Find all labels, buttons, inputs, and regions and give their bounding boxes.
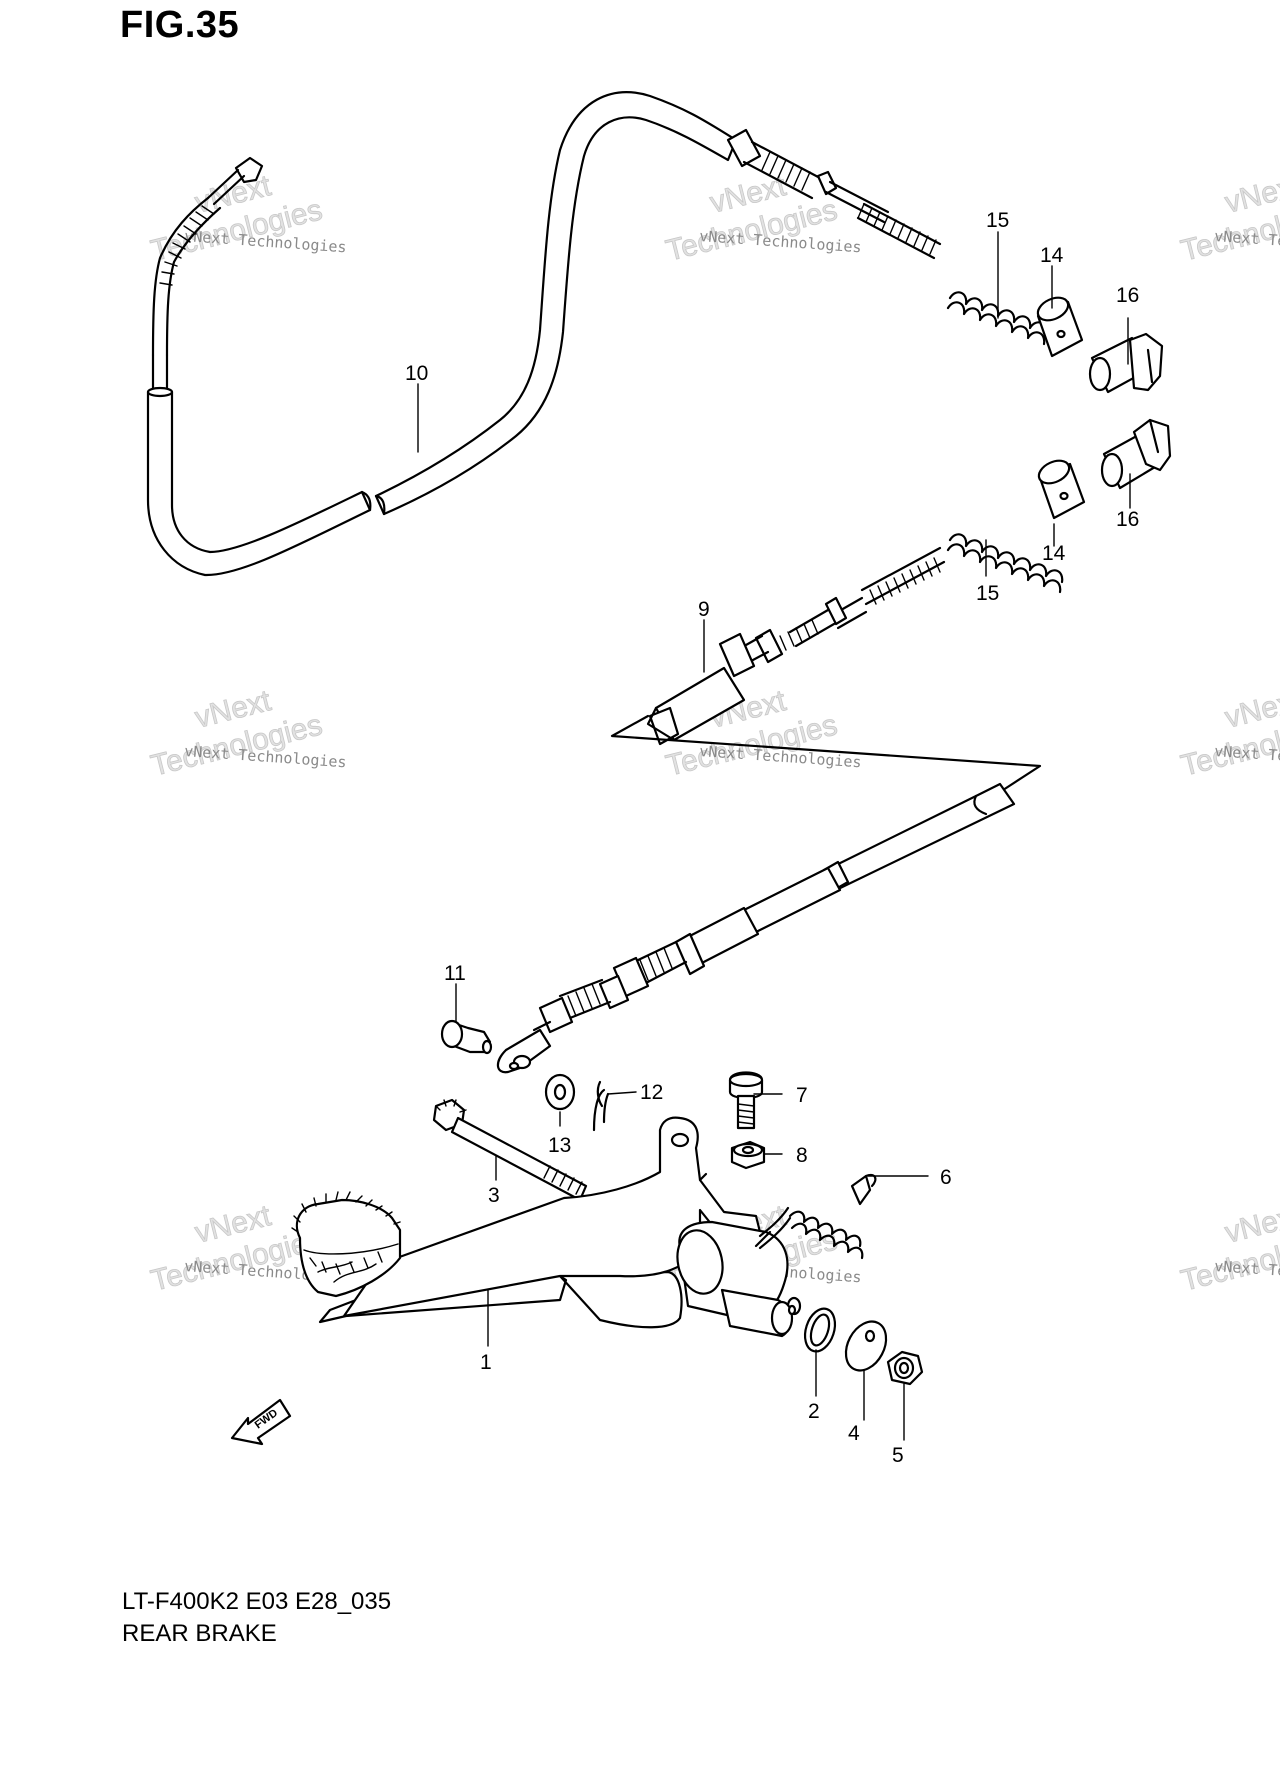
callout-4: 4 xyxy=(848,1422,860,1445)
leader-lines xyxy=(417,231,1131,1441)
callout-9: 9 xyxy=(698,598,710,621)
pivot-nut xyxy=(886,1350,924,1386)
pivot-bolt-7 xyxy=(728,1071,764,1130)
brake-pedal xyxy=(291,1116,802,1338)
model-code: LT-F400K2 E03 E28_035 xyxy=(122,1588,392,1615)
callouts: 10 15 14 16 16 14 15 9 11 12 13 3 7 8 6 … xyxy=(405,209,1139,1467)
callout-11: 11 xyxy=(444,962,466,985)
cable-sheath-upper-loop xyxy=(374,91,738,516)
callout-16-upper: 16 xyxy=(1116,284,1139,307)
lower-spring xyxy=(946,533,1064,594)
forward-direction-arrow: FWD xyxy=(230,1398,292,1446)
cable-upper-ribbed xyxy=(151,196,222,394)
nut-8 xyxy=(730,1140,766,1170)
callout-8: 8 xyxy=(796,1144,808,1167)
callout-12: 12 xyxy=(640,1081,663,1104)
figure-name: REAR BRAKE xyxy=(122,1620,277,1647)
long-bolt-3 xyxy=(432,1098,588,1202)
callout-16-lower: 16 xyxy=(1116,508,1139,531)
callout-2: 2 xyxy=(808,1400,820,1423)
cable-sheath-lower-left xyxy=(146,386,372,577)
upper-cable-pin xyxy=(1036,296,1084,358)
o-ring xyxy=(803,1307,837,1353)
upper-brake-cable xyxy=(146,91,942,577)
callout-13: 13 xyxy=(548,1134,571,1157)
clevis-washer xyxy=(544,1073,576,1111)
cable-upper-adjuster xyxy=(726,128,942,260)
upper-cable-bolt xyxy=(1088,332,1164,394)
callout-10: 10 xyxy=(405,362,428,385)
callout-3: 3 xyxy=(488,1184,500,1207)
lower-cable-bolt xyxy=(1100,418,1172,490)
lower-cable-pin xyxy=(1037,459,1086,520)
callout-5: 5 xyxy=(892,1444,904,1467)
callout-15-upper: 15 xyxy=(986,209,1009,232)
figure-title: FIG.35 xyxy=(120,4,240,46)
cable-end-nipple xyxy=(206,156,264,206)
lower-brake-cable xyxy=(496,546,1042,1074)
upper-spring xyxy=(946,291,1048,346)
callout-1: 1 xyxy=(480,1351,492,1374)
pivot-washer xyxy=(844,1320,888,1372)
clevis-pin xyxy=(440,1019,493,1055)
callout-14-lower: 14 xyxy=(1042,542,1066,565)
callout-15-lower: 15 xyxy=(976,582,999,605)
callout-7: 7 xyxy=(796,1084,808,1107)
callout-6: 6 xyxy=(940,1166,952,1189)
callout-14-upper: 14 xyxy=(1040,244,1064,267)
cotter-pin xyxy=(592,1080,610,1132)
